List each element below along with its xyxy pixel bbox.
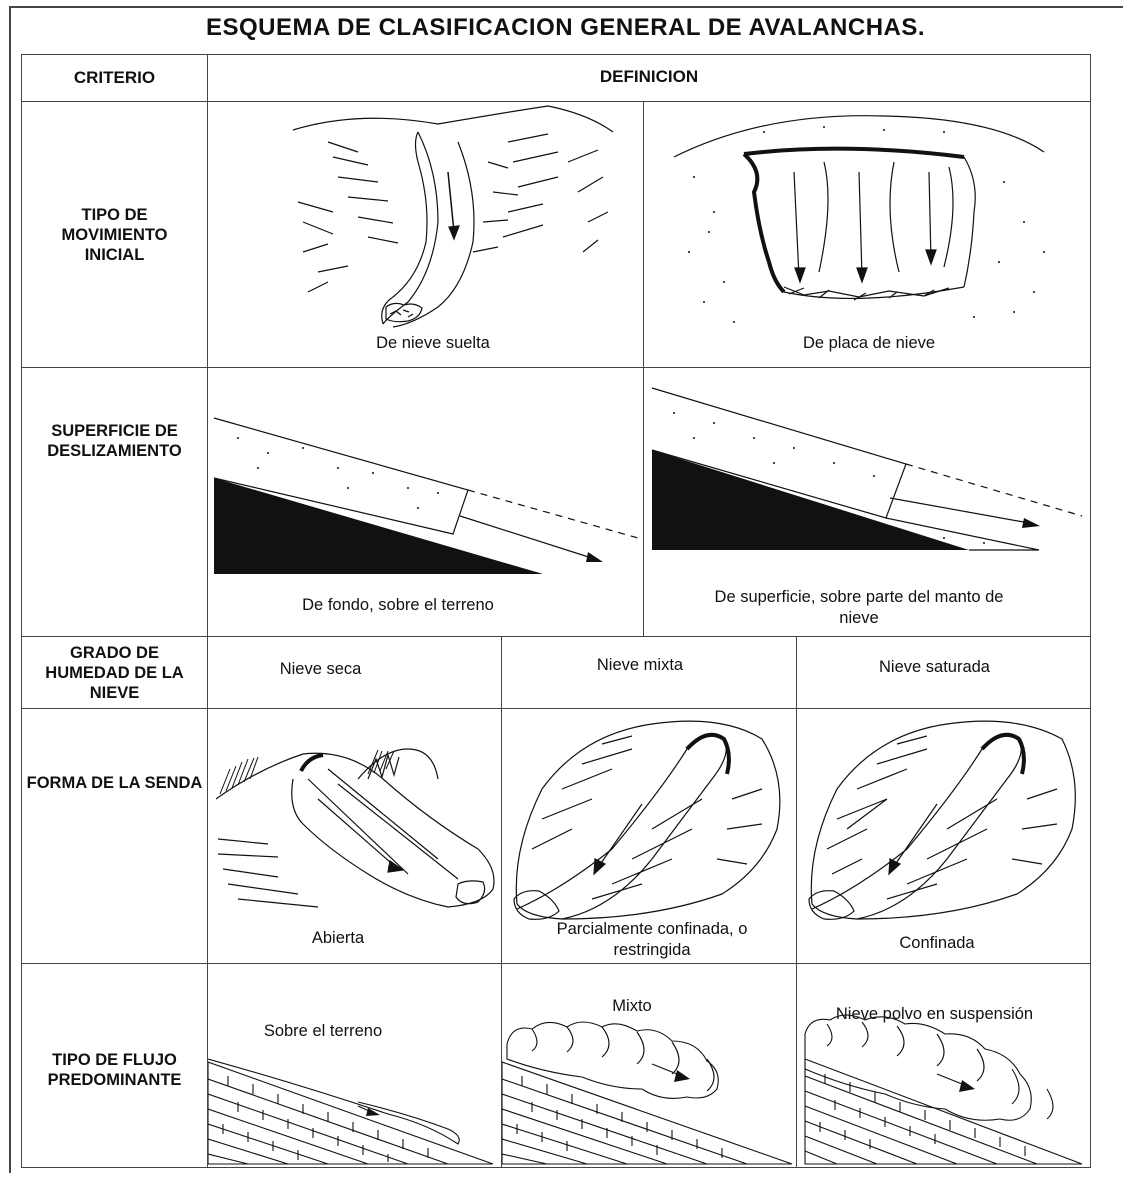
caption-parcialmente-confinada: Parcialmente confinada, o restringida <box>542 919 762 961</box>
caption-nieve-suelta: De nieve suelta <box>358 333 508 354</box>
caption-nieve-mixta: Nieve mixta <box>502 655 778 676</box>
panel-parcialmente-confinada: Parcialmente confinada, o restringida <box>501 708 797 964</box>
confined-path-illustration <box>797 709 1092 965</box>
slab-avalanche-illustration <box>644 102 1092 369</box>
open-path-illustration <box>208 709 503 965</box>
criterio-tipo-flujo: TIPO DE FLUJO PREDOMINANTE <box>21 963 208 1168</box>
loose-snow-avalanche-illustration <box>208 102 645 369</box>
caption-abierta: Abierta <box>268 928 408 949</box>
caption-nieve-seca: Nieve seca <box>208 659 433 680</box>
panel-nieve-mixta: Nieve mixta <box>501 636 797 709</box>
caption-de-fondo: De fondo, sobre el terreno <box>258 595 538 616</box>
powder-suspension-flow-illustration <box>797 964 1092 1169</box>
panel-nieve-suelta: De nieve suelta <box>207 101 644 368</box>
panel-nieve-seca: Nieve seca <box>207 636 502 709</box>
caption-placa-nieve: De placa de nieve <box>784 333 954 354</box>
caption-nieve-polvo: Nieve polvo en suspensión <box>797 1004 1072 1025</box>
panel-nieve-polvo: Nieve polvo en suspensión <box>796 963 1091 1168</box>
criterio-superficie-deslizamiento: SUPERFICIE DE DESLIZAMIENTO <box>21 367 208 637</box>
panel-de-superficie: De superficie, sobre parte del manto de … <box>643 367 1091 637</box>
page-title: ESQUEMA DE CLASIFICACION GENERAL DE AVAL… <box>0 14 1131 42</box>
caption-nieve-saturada: Nieve saturada <box>797 657 1072 678</box>
caption-de-superficie: De superficie, sobre parte del manto de … <box>714 587 1004 629</box>
panel-sobre-el-terreno: Sobre el terreno <box>207 963 502 1168</box>
caption-confinada: Confinada <box>867 933 1007 954</box>
panel-de-fondo: De fondo, sobre el terreno <box>207 367 644 637</box>
panel-mixto: Mixto <box>501 963 797 1168</box>
caption-parcialmente-confinada-text: Parcialmente confinada, o restringida <box>557 920 748 959</box>
header-criterio: CRITERIO <box>21 54 208 102</box>
caption-de-superficie-text: De superficie, sobre parte del manto de … <box>715 588 1004 627</box>
criterio-forma-senda: FORMA DE LA SENDA <box>21 708 208 964</box>
mixed-flow-illustration <box>502 964 798 1169</box>
panel-confinada: Confinada <box>796 708 1091 964</box>
panel-placa-nieve: De placa de nieve <box>643 101 1091 368</box>
ground-flow-illustration <box>208 964 503 1169</box>
caption-mixto: Mixto <box>592 996 672 1017</box>
caption-sobre-el-terreno: Sobre el terreno <box>258 1021 388 1042</box>
header-definicion: DEFINICION <box>207 54 1091 102</box>
criterio-grado-humedad: GRADO DE HUMEDAD DE LA NIEVE <box>21 636 208 709</box>
panel-abierta: Abierta <box>207 708 502 964</box>
criterio-tipo-movimiento: TIPO DE MOVIMIENTO INICIAL <box>21 101 208 368</box>
panel-nieve-saturada: Nieve saturada <box>796 636 1091 709</box>
